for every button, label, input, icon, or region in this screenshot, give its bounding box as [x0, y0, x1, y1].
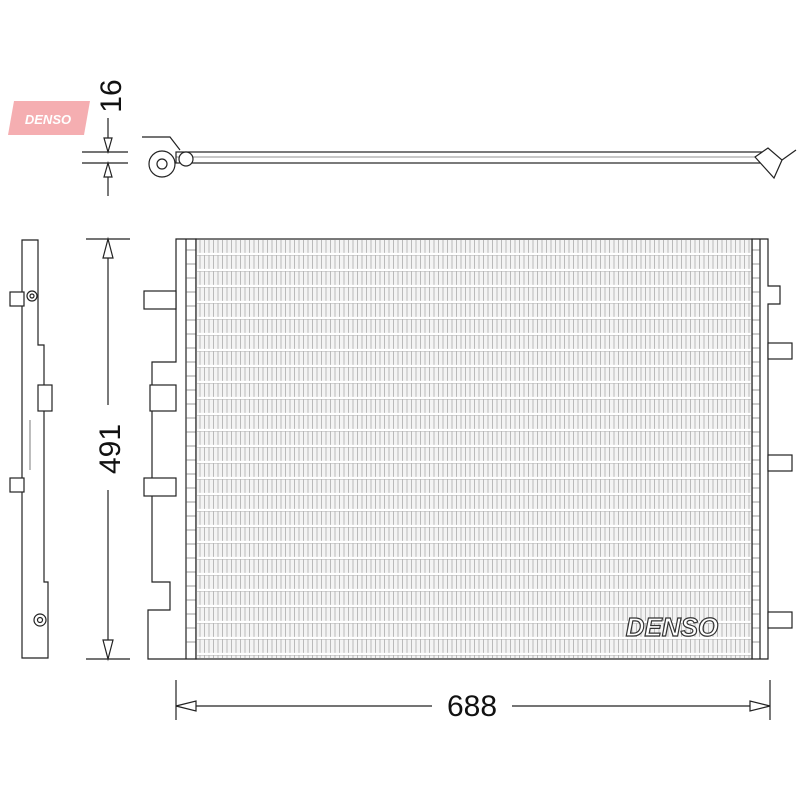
right-mount-lower — [767, 611, 793, 629]
thickness-label: 16 — [95, 79, 128, 112]
top-view-pipe — [142, 136, 181, 151]
denso-watermark: DENSO — [626, 612, 718, 642]
top-view-core-bar — [175, 151, 773, 164]
left-mount-lower — [143, 477, 177, 497]
thickness-dimension — [82, 118, 128, 196]
left-mount-upper — [143, 290, 177, 310]
front-view-frame — [143, 238, 793, 660]
side-view-tab-upper — [9, 291, 25, 307]
denso-corner-logo: DENSO — [8, 101, 90, 135]
top-view — [142, 136, 797, 180]
left-bracket-upper — [149, 384, 177, 412]
width-arrow-right — [749, 700, 771, 712]
right-mount-middle — [767, 454, 793, 472]
top-view-left-collar — [178, 151, 194, 167]
top-view-left-bolt — [156, 158, 168, 170]
thickness-arrow-top — [103, 137, 113, 155]
height-arrow-bottom — [102, 639, 114, 662]
width-label: 688 — [447, 690, 497, 723]
side-view-body — [21, 239, 49, 659]
side-view — [9, 239, 53, 659]
logo-badge — [8, 101, 90, 135]
side-view-bracket — [37, 384, 53, 412]
thickness-arrow-bottom — [103, 160, 113, 178]
side-view-upper-bolt — [29, 293, 35, 299]
width-arrow-left — [175, 700, 197, 712]
right-tank — [751, 238, 781, 660]
height-label: 491 — [94, 424, 127, 474]
logo-text: DENSO — [25, 112, 71, 127]
top-view-right-pin — [781, 149, 797, 161]
width-dimension — [175, 680, 771, 720]
height-arrow-top — [102, 236, 114, 259]
right-mount-upper — [767, 342, 793, 360]
side-view-lower-bolt — [36, 616, 44, 624]
side-view-tab-lower — [9, 477, 25, 493]
condenser-core — [195, 238, 753, 660]
core-fins — [197, 240, 751, 658]
height-dimension — [86, 236, 130, 662]
